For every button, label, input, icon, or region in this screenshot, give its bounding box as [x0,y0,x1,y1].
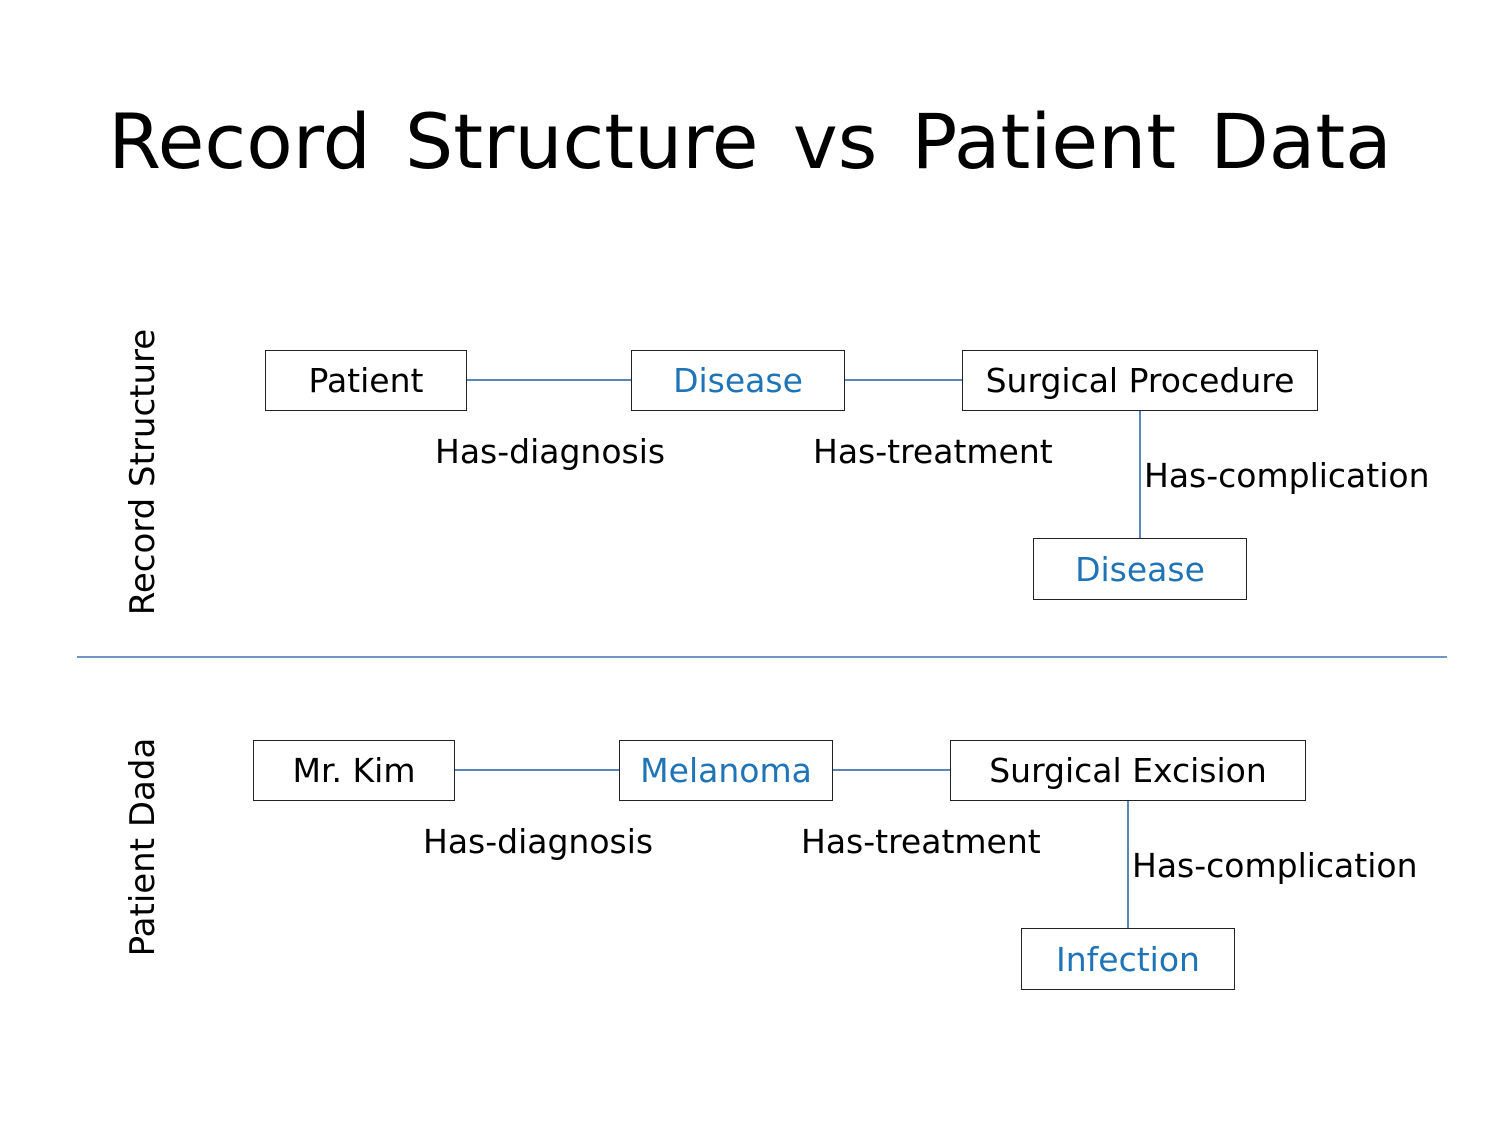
edge-line-has-treatment [833,769,950,771]
edge-line-has-treatment [845,379,962,381]
side-label-record-structure: Record Structure [123,328,163,616]
edge-label-has-treatment: Has-treatment [801,822,1041,861]
edge-line-has-diagnosis [467,379,631,381]
node-surgical-procedure: Surgical Procedure [962,350,1318,411]
edge-line-has-diagnosis [455,769,619,771]
edge-label-has-complication: Has-complication [1132,846,1418,885]
side-label-patient-data: Patient Dada [123,737,163,957]
edge-line-has-complication [1127,801,1129,928]
edge-line-has-complication [1139,411,1141,538]
node-complication-disease: Disease [1033,538,1247,600]
node-melanoma: Melanoma [619,740,833,801]
node-mr-kim: Mr. Kim [253,740,455,801]
edge-label-has-complication: Has-complication [1144,456,1430,495]
edge-label-has-diagnosis: Has-diagnosis [423,822,654,861]
node-surgical-excision: Surgical Excision [950,740,1306,801]
page-title: Record Structure vs Patient Data [108,97,1392,186]
node-patient: Patient [265,350,467,411]
node-infection: Infection [1021,928,1235,990]
edge-label-has-diagnosis: Has-diagnosis [435,432,666,471]
edge-label-has-treatment: Has-treatment [813,432,1053,471]
node-disease: Disease [631,350,845,411]
section-divider [77,656,1447,658]
